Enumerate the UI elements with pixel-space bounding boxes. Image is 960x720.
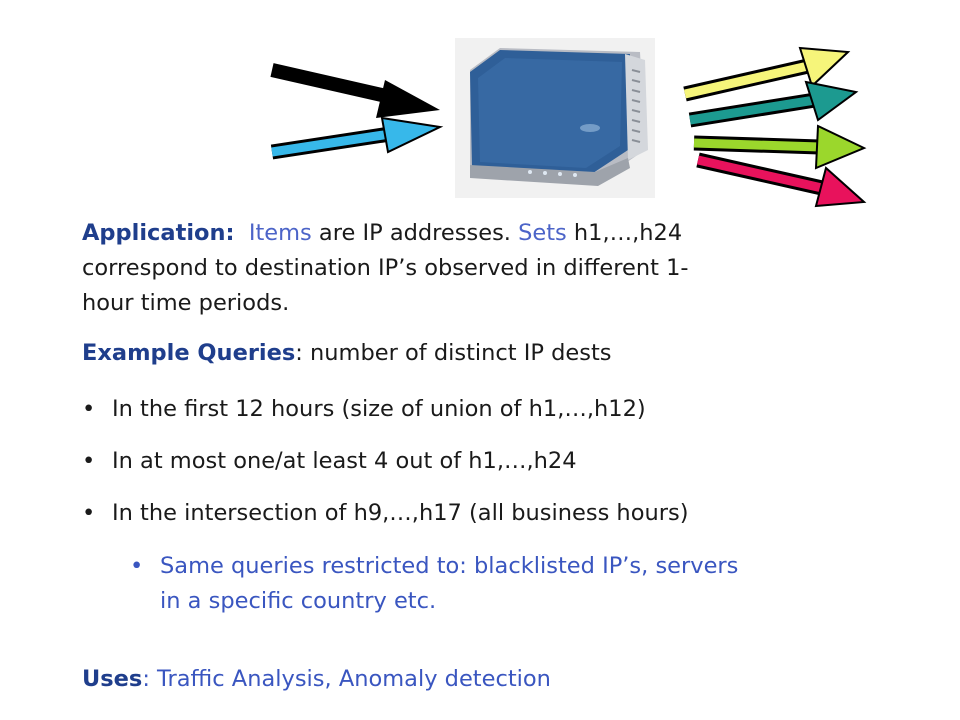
- application-paragraph: Application: Items are IP addresses. Set…: [82, 216, 842, 321]
- bullet-marker: •: [82, 448, 96, 474]
- outgoing-arrow-teal: [688, 80, 859, 128]
- outgoing-arrow-pink: [696, 152, 867, 208]
- application-label: Application:: [82, 220, 235, 246]
- example-queries-label: Example Queries: [82, 340, 296, 366]
- items-keyword: Items: [248, 220, 312, 246]
- example-queries-line: Example Queries: number of distinct IP d…: [82, 336, 612, 371]
- bullet-marker: •: [82, 396, 96, 422]
- sets-keyword: Sets: [518, 220, 567, 246]
- sub-bullet-line-1: Same queries restricted to: blacklisted …: [160, 553, 739, 579]
- bullet-item-at-most-one: In at most one/at least 4 out of h1,…,h2…: [112, 448, 577, 474]
- application-text-2: h1,…,h24: [566, 220, 683, 246]
- application-text-1: are IP addresses.: [311, 220, 519, 246]
- outgoing-arrow-yellow: [683, 46, 851, 102]
- outgoing-arrow-green: [693, 124, 867, 170]
- application-line-3: hour time periods.: [82, 290, 290, 316]
- incoming-arrow-black: [270, 63, 440, 118]
- bullet-marker: •: [82, 500, 96, 526]
- bullet-item-intersection: In the intersection of h9,…,h17 (all bus…: [112, 500, 689, 526]
- sub-bullet-line-2: in a specific country etc.: [160, 588, 437, 614]
- router-device: [455, 38, 655, 198]
- incoming-arrow-blue: [270, 116, 444, 160]
- uses-label: Uses: [82, 666, 143, 692]
- sub-bullet-marker: •: [130, 553, 144, 579]
- bullet-item-first-12-hours: In the first 12 hours (size of union of …: [112, 396, 646, 422]
- uses-line: Uses: Traffic Analysis, Anomaly detectio…: [82, 662, 551, 697]
- example-queries-text: : number of distinct IP dests: [295, 340, 612, 366]
- application-line-1: Application: Items are IP addresses. Set…: [82, 216, 842, 251]
- uses-text: : Traffic Analysis, Anomaly detection: [142, 666, 551, 692]
- application-line-2: correspond to destination IP’s observed …: [82, 255, 689, 281]
- router-illustration: [270, 38, 867, 208]
- sub-bullet-text: Same queries restricted to: blacklisted …: [160, 549, 900, 619]
